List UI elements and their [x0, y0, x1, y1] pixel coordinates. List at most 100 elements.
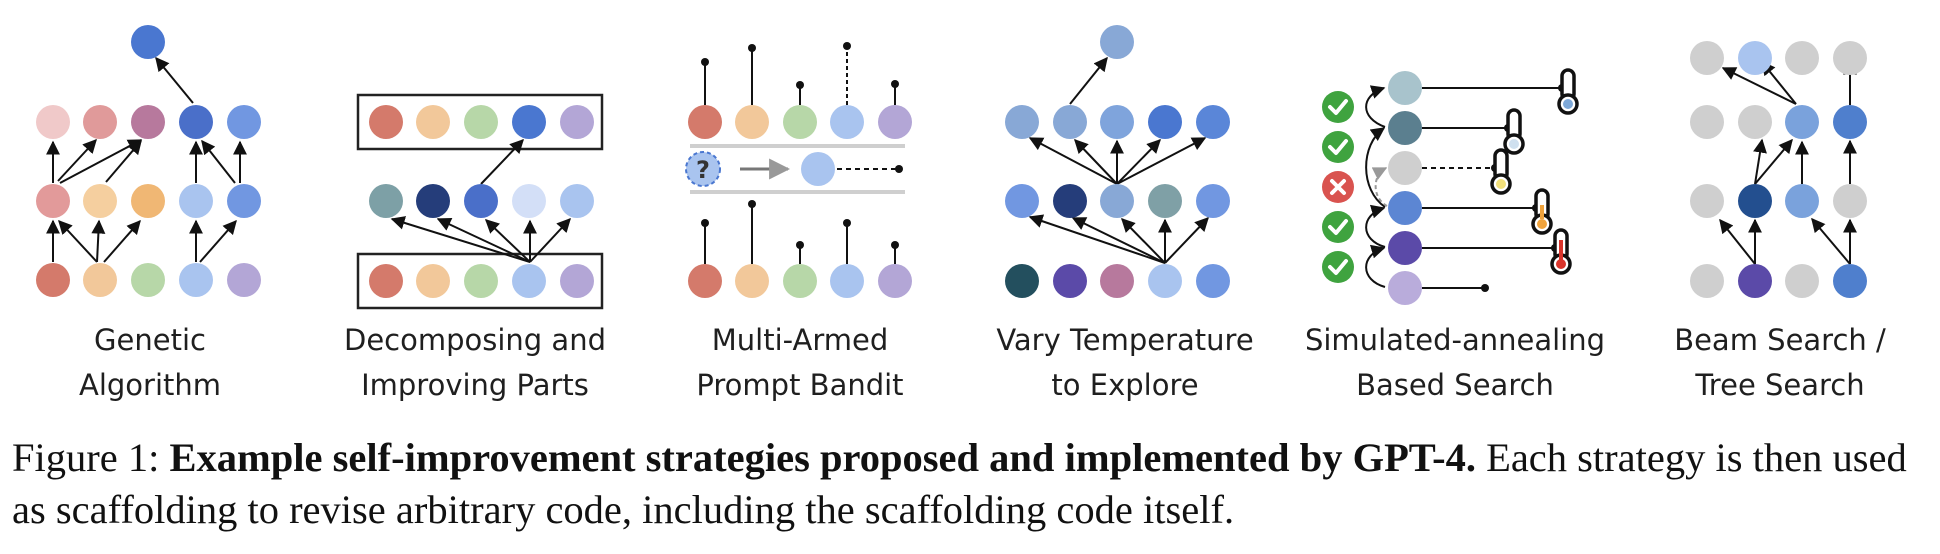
- node: [1785, 41, 1819, 75]
- panel-label-line: Prompt Bandit: [696, 368, 903, 402]
- node: [1388, 191, 1422, 225]
- node: [1738, 184, 1772, 218]
- caption-prefix: Figure 1:: [12, 435, 170, 480]
- thermometer-icon: [1531, 188, 1553, 235]
- node: [512, 105, 546, 139]
- node: [878, 264, 912, 298]
- node: [1833, 105, 1867, 139]
- node: [416, 264, 450, 298]
- node: [1005, 105, 1039, 139]
- node: [878, 105, 912, 139]
- panel-label-line: Improving Parts: [361, 368, 589, 402]
- node: [179, 105, 213, 139]
- panel-beam-tree-search: Beam Search / Tree Search: [1674, 41, 1886, 402]
- node: [1833, 41, 1867, 75]
- node: [1100, 105, 1134, 139]
- node: [1738, 105, 1772, 139]
- node: [131, 184, 165, 218]
- node: [416, 105, 450, 139]
- panel-simulated-annealing: Simulated-annealing Based Search: [1305, 68, 1605, 402]
- node: [1388, 151, 1422, 185]
- node: [179, 184, 213, 218]
- panel-label-line: Genetic: [94, 323, 206, 357]
- node: [179, 263, 213, 297]
- node: [801, 152, 835, 186]
- parts-box-bottom: [356, 252, 604, 310]
- panel-label-line: Based Search: [1356, 368, 1554, 402]
- node: [830, 105, 864, 139]
- node: [36, 184, 70, 218]
- panel-label-line: Beam Search /: [1674, 323, 1886, 357]
- node: [560, 105, 594, 139]
- node: [1100, 264, 1134, 298]
- node: [36, 105, 70, 139]
- node: [1196, 105, 1230, 139]
- node: [735, 264, 769, 298]
- node: [688, 105, 722, 139]
- node: [83, 105, 117, 139]
- panel-label-line: Multi-Armed: [712, 323, 888, 357]
- node: [1388, 111, 1422, 145]
- panel-label-line: to Explore: [1051, 368, 1198, 402]
- node: [1690, 264, 1724, 298]
- node: [131, 263, 165, 297]
- node: [830, 264, 864, 298]
- node: [1100, 184, 1134, 218]
- node: [560, 264, 594, 298]
- node: [783, 105, 817, 139]
- check-icon: [1322, 211, 1354, 243]
- node: [1690, 41, 1724, 75]
- check-icon: [1322, 251, 1354, 283]
- node: [464, 184, 498, 218]
- node: [1388, 71, 1422, 105]
- check-icon: [1322, 131, 1354, 163]
- thermometer-icon: [1490, 148, 1512, 195]
- node: [1785, 264, 1819, 298]
- node: [1785, 105, 1819, 139]
- panel-label-line: Simulated-annealing: [1305, 323, 1605, 357]
- panel-label-line: Algorithm: [79, 368, 221, 402]
- node: [1690, 184, 1724, 218]
- node: [1738, 264, 1772, 298]
- node: [369, 105, 403, 139]
- node: [1053, 264, 1087, 298]
- node: [1148, 105, 1182, 139]
- node: [1053, 105, 1087, 139]
- node: [227, 263, 261, 297]
- panel-vary-temperature: Vary Temperature to Explore: [996, 25, 1254, 402]
- node: [1100, 25, 1134, 59]
- panel-multi-armed-bandit: ? Multi-Armed Prompt Bandit: [685, 42, 912, 402]
- node: [369, 184, 403, 218]
- caption-rest: Each strategy is then used as scaffoldin…: [12, 435, 1907, 532]
- node: [735, 105, 769, 139]
- thermometer-icon: [1503, 108, 1525, 155]
- node: [36, 263, 70, 297]
- node: [464, 105, 498, 139]
- panel-genetic-algorithm: Genetic Algorithm: [36, 25, 261, 402]
- node: [1196, 184, 1230, 218]
- node: [416, 184, 450, 218]
- question-mark-icon: ?: [696, 156, 710, 184]
- caption-bold: Example self-improvement strategies prop…: [169, 435, 1476, 480]
- node: [83, 184, 117, 218]
- node: [131, 25, 165, 59]
- node: [512, 184, 546, 218]
- query-node: [685, 151, 721, 187]
- thermometer-icon: [1557, 68, 1579, 115]
- node: [560, 184, 594, 218]
- panel-label-line: Decomposing and: [344, 323, 606, 357]
- node: [464, 264, 498, 298]
- node: [1690, 105, 1724, 139]
- strategies-diagram: Genetic Algorithm Decomposing and Improv…: [36, 25, 1886, 402]
- node: [783, 264, 817, 298]
- node: [1148, 184, 1182, 218]
- parts-box-top: [356, 93, 604, 151]
- node: [1388, 271, 1422, 305]
- panel-decomposing-improving: Decomposing and Improving Parts: [344, 93, 606, 402]
- node: [1833, 264, 1867, 298]
- node: [1005, 184, 1039, 218]
- node: [369, 264, 403, 298]
- node: [1738, 41, 1772, 75]
- node: [1196, 264, 1230, 298]
- node: [512, 264, 546, 298]
